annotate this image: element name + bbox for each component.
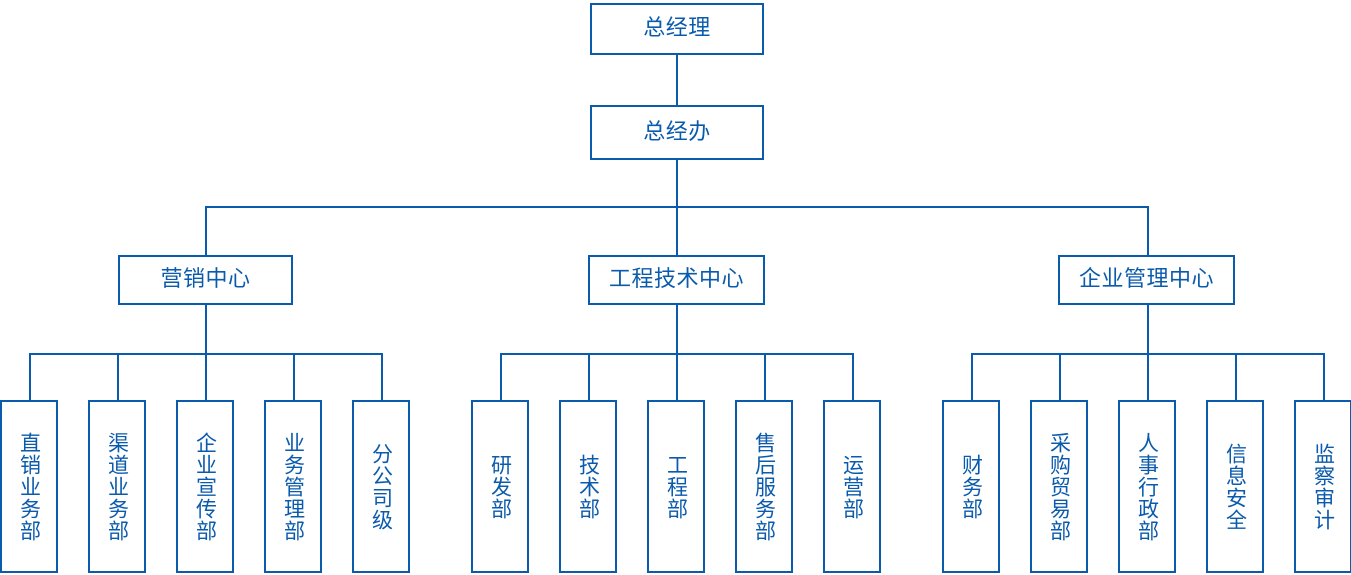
connector-bus-to-d8 bbox=[676, 353, 678, 400]
node-supervision-audit[interactable]: 监察审计 bbox=[1294, 400, 1351, 573]
connector-bus-to-d9 bbox=[764, 353, 766, 400]
node-label: 业务管理部 bbox=[281, 431, 306, 542]
connector-bus-to-c3 bbox=[1147, 206, 1149, 256]
connector-bus-to-d4 bbox=[293, 353, 295, 400]
node-after-sales-service-dept[interactable]: 售后服务部 bbox=[735, 400, 793, 573]
connector-bus-to-d10 bbox=[852, 353, 854, 400]
node-label: 财务部 bbox=[959, 453, 984, 520]
connector-bus-to-d2 bbox=[117, 353, 119, 400]
node-label: 研发部 bbox=[488, 453, 513, 520]
connector-bus-to-d3 bbox=[205, 353, 207, 400]
node-corporate-publicity-dept[interactable]: 企业宣传部 bbox=[176, 400, 234, 573]
node-label: 分公司级 bbox=[369, 442, 394, 531]
node-general-manager-office[interactable]: 总经办 bbox=[590, 105, 764, 160]
node-finance-dept[interactable]: 财务部 bbox=[942, 400, 1000, 573]
node-label: 人事行政部 bbox=[1135, 431, 1160, 542]
node-business-management-dept[interactable]: 业务管理部 bbox=[264, 400, 322, 573]
node-research-development-dept[interactable]: 研发部 bbox=[471, 400, 529, 573]
node-label: 监察审计 bbox=[1311, 442, 1336, 531]
connector-bus-to-d1 bbox=[29, 353, 31, 400]
node-technology-dept[interactable]: 技术部 bbox=[559, 400, 617, 573]
node-label: 信息安全 bbox=[1223, 442, 1248, 531]
node-label: 售后服务部 bbox=[752, 431, 777, 542]
connector-bus-to-d6 bbox=[500, 353, 502, 400]
node-channel-sales-dept[interactable]: 渠道业务部 bbox=[88, 400, 146, 573]
connector-bus-to-c1 bbox=[205, 206, 207, 256]
connector-bus-to-d15 bbox=[1323, 353, 1325, 400]
connector-bus-to-c2 bbox=[676, 206, 678, 256]
node-label: 渠道业务部 bbox=[105, 431, 130, 542]
node-label: 企业宣传部 bbox=[193, 431, 218, 542]
node-label: 直销业务部 bbox=[17, 431, 42, 542]
node-label: 工程技术中心 bbox=[608, 267, 744, 293]
connector-bus-to-d5 bbox=[381, 353, 383, 400]
connector-gm-to-gmo bbox=[676, 55, 678, 105]
node-engineering-dept[interactable]: 工程部 bbox=[647, 400, 705, 573]
node-label: 总经办 bbox=[643, 119, 711, 145]
node-label: 企业管理中心 bbox=[1078, 267, 1214, 293]
connector-c2-drop bbox=[676, 305, 678, 354]
node-enterprise-management-center[interactable]: 企业管理中心 bbox=[1058, 255, 1235, 305]
connector-bus-to-d11 bbox=[971, 353, 973, 400]
connector-c1-drop bbox=[205, 305, 207, 354]
connector-bus-to-d14 bbox=[1235, 353, 1237, 400]
node-engineering-technology-center[interactable]: 工程技术中心 bbox=[588, 255, 765, 305]
node-label: 运营部 bbox=[840, 453, 865, 520]
connector-gmo-drop bbox=[676, 160, 678, 207]
node-information-security[interactable]: 信息安全 bbox=[1206, 400, 1264, 573]
connector-bus-to-d7 bbox=[588, 353, 590, 400]
connector-bus-to-d13 bbox=[1147, 353, 1149, 400]
node-operations-dept[interactable]: 运营部 bbox=[823, 400, 881, 573]
node-label: 采购贸易部 bbox=[1047, 431, 1072, 542]
node-direct-sales-dept[interactable]: 直销业务部 bbox=[0, 400, 58, 573]
connector-c3-drop bbox=[1147, 305, 1149, 354]
node-branch-company-level[interactable]: 分公司级 bbox=[352, 400, 410, 573]
node-general-manager[interactable]: 总经理 bbox=[590, 3, 764, 55]
node-label: 技术部 bbox=[576, 453, 601, 520]
node-label: 工程部 bbox=[664, 453, 689, 520]
node-marketing-center[interactable]: 营销中心 bbox=[118, 255, 293, 305]
node-label: 总经理 bbox=[643, 16, 711, 42]
node-label: 营销中心 bbox=[160, 267, 251, 293]
connector-bus-to-d12 bbox=[1059, 353, 1061, 400]
node-procurement-trade-dept[interactable]: 采购贸易部 bbox=[1030, 400, 1088, 573]
node-hr-administration-dept[interactable]: 人事行政部 bbox=[1118, 400, 1176, 573]
